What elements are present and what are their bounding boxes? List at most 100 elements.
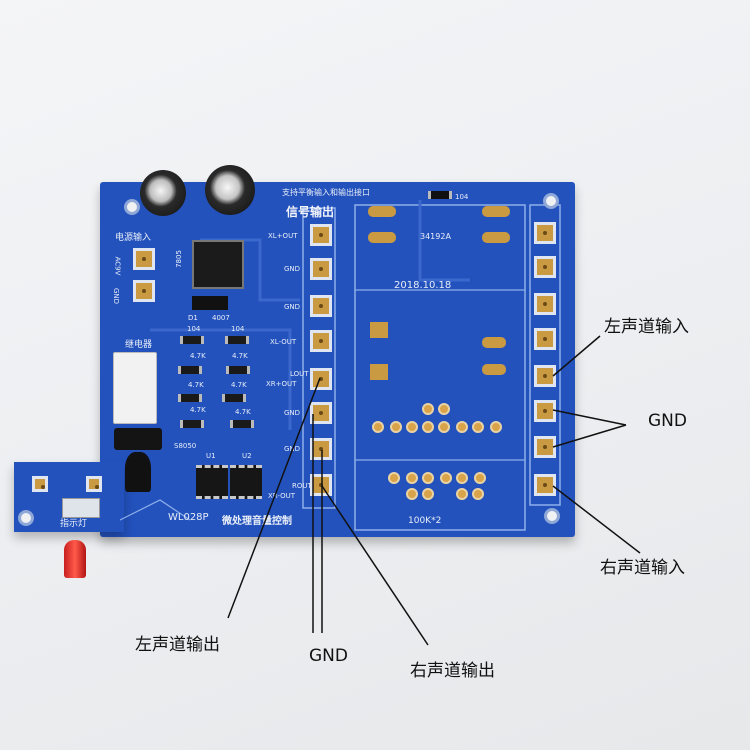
mid-pad-1 [370,322,388,338]
via-1 [422,403,434,415]
res-label-3: 4.7K [188,381,204,389]
pcb-header-text: 支持平衡输入和输出接口 [282,188,370,197]
via-10 [490,421,502,433]
pot-pin-10 [472,488,484,500]
in-pad-right-input [534,474,556,496]
resistor-2 [226,366,250,374]
via-2 [438,403,450,415]
annotation-right-output: 右声道输出 [410,661,495,681]
via-8 [456,421,468,433]
mid-pad-3 [482,337,506,348]
pin-label-xl-minus: XL-OUT [270,338,297,346]
pin-label-xr-minus: XR-OUT [268,492,296,500]
pot-pin-8 [422,488,434,500]
in-pad-3 [534,293,556,315]
out-pad-5 [310,368,332,390]
in-pad-4 [534,328,556,350]
pin-label-gnd-2: GND [284,303,301,311]
via-9 [472,421,484,433]
res-label-4: 4.7K [231,381,247,389]
chip-pad-2 [368,232,396,243]
pot-pin-4 [440,472,452,484]
pot-pin-9 [456,488,468,500]
out-pad-4 [310,330,332,352]
via-6 [422,421,434,433]
mount-hole-tr [543,193,559,209]
annotation-left-output: 左声道输出 [135,635,220,655]
out-pad-2 [310,258,332,280]
capacitor-1 [140,170,186,216]
pot-pin-1 [388,472,400,484]
date-label: 2018.10.18 [394,280,452,291]
relay-label: 继电器 [125,340,153,350]
model-desc-label: 微处理音量控制 [222,516,292,527]
pot-pin-3 [422,472,434,484]
red-led [64,540,86,578]
diode-label: D1 [188,314,198,322]
mount-hole-bl [18,510,34,526]
in-pad-2 [534,256,556,278]
res-label-2: 4.7K [232,352,248,360]
pin-label-xr-plus: XR+OUT [266,380,297,388]
out-pad-3 [310,295,332,317]
smd-cap-1 [180,336,204,344]
model-label: WL028P [168,512,209,523]
pin-label-gnd-3: GND [284,409,301,417]
cap2-label: 104 [231,325,245,333]
mount-hole-tl [124,199,140,215]
smd-cap-2 [225,336,249,344]
ic-u2 [230,465,262,499]
white-connector [113,352,157,424]
via-5 [406,421,418,433]
cap1-label: 104 [187,325,201,333]
resistor-4 [222,394,246,402]
annotation-gnd-bottom: GND [309,646,348,666]
mount-hole-br [544,508,560,524]
pot-pin-5 [456,472,468,484]
led-pad-2 [86,476,102,492]
chip-pad-3 [482,206,510,217]
mid-pad-2 [370,364,388,380]
diode [192,296,228,310]
chip-pad-1 [368,206,396,217]
diode-value: 4007 [212,314,230,322]
indicator-label: 指示灯 [60,519,88,529]
chip-label: 34192A [420,232,451,241]
res-label-1: 4.7K [190,352,206,360]
res-label-5: 4.7K [190,406,206,414]
pin-label-gnd-1: GND [284,265,301,273]
led-pad-1 [32,476,48,492]
ic-u1 [196,465,228,499]
out-pad-1 [310,224,332,246]
black-button [114,428,162,450]
led-holder [62,498,100,518]
cap-top-label: 104 [455,193,469,201]
via-3 [372,421,384,433]
power-input-label: 电源输入 [115,233,152,243]
out-pad-8 [310,474,332,496]
in-pad-left-input [534,365,556,387]
u1-label: U1 [206,452,216,460]
pot-pin-2 [406,472,418,484]
resistor-5 [180,420,204,428]
voltage-regulator [192,240,244,289]
pot-pin-6 [474,472,486,484]
signal-output-label: 信号输出 [286,205,335,219]
out-pad-6 [310,402,332,424]
u2-label: U2 [242,452,252,460]
transistor-label: S8050 [174,442,197,450]
capacitor-2 [205,165,255,215]
resistor-3 [178,394,202,402]
annotation-right-input: 右声道输入 [600,558,685,578]
annotation-gnd-right: GND [648,411,687,431]
in-pad-1 [534,222,556,244]
res-label-6: 4.7K [235,408,251,416]
pot-pin-7 [406,488,418,500]
smd-cap-top [428,191,452,199]
pin-label-xl-plus: XL+OUT [268,232,298,240]
power-pad-2 [133,280,155,302]
via-4 [390,421,402,433]
via-7 [438,421,450,433]
